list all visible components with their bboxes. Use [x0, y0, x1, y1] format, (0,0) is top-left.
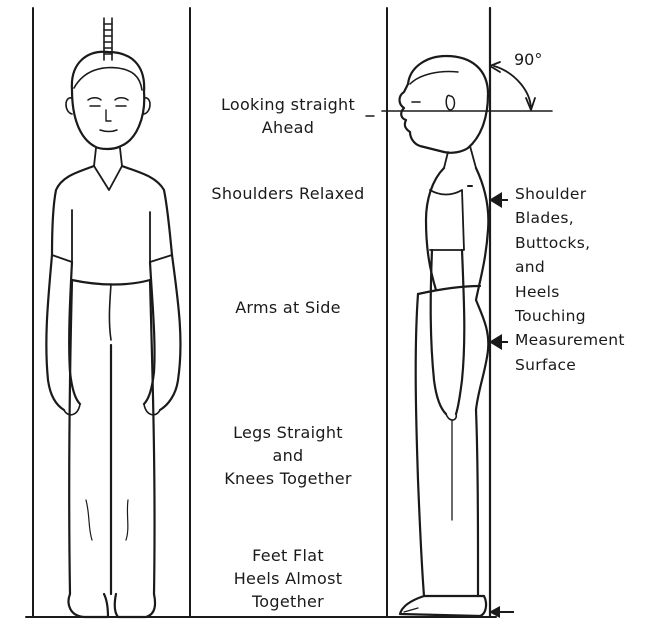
label-touching-surface: Shoulder Blades, Buttocks, and Heels Tou… — [515, 182, 647, 377]
label-line: Arms at Side — [190, 296, 386, 319]
label-line: Buttocks, — [515, 231, 647, 255]
label-looking-ahead: Looking straight Ahead — [190, 93, 386, 139]
label-line: Touching — [515, 304, 647, 328]
label-feet-flat: Feet Flat Heels Almost Together — [190, 544, 386, 613]
label-line: Shoulders Relaxed — [190, 182, 386, 205]
angle-label: 90° — [514, 50, 542, 69]
label-line: Legs Straight — [190, 421, 386, 444]
label-line: Feet Flat — [190, 544, 386, 567]
label-arms-at-side: Arms at Side — [190, 296, 386, 319]
label-line: Ahead — [190, 116, 386, 139]
label-line: Knees Together — [190, 467, 386, 490]
label-line: Shoulder — [515, 182, 647, 206]
label-line: Surface — [515, 353, 647, 377]
side-figure-icon — [400, 56, 489, 616]
label-line: Looking straight — [190, 93, 386, 116]
label-line: Heels — [515, 280, 647, 304]
label-line: Heels Almost — [190, 567, 386, 590]
label-shoulders-relaxed: Shoulders Relaxed — [190, 182, 386, 205]
label-line: and — [515, 255, 647, 279]
headboard-ruler-icon — [104, 18, 112, 60]
label-line: Blades, — [515, 206, 647, 230]
label-legs-straight: Legs Straight and Knees Together — [190, 421, 386, 490]
front-figure-icon — [46, 52, 180, 617]
label-line: Together — [190, 590, 386, 613]
label-line: Measurement — [515, 328, 647, 352]
label-line: and — [190, 444, 386, 467]
